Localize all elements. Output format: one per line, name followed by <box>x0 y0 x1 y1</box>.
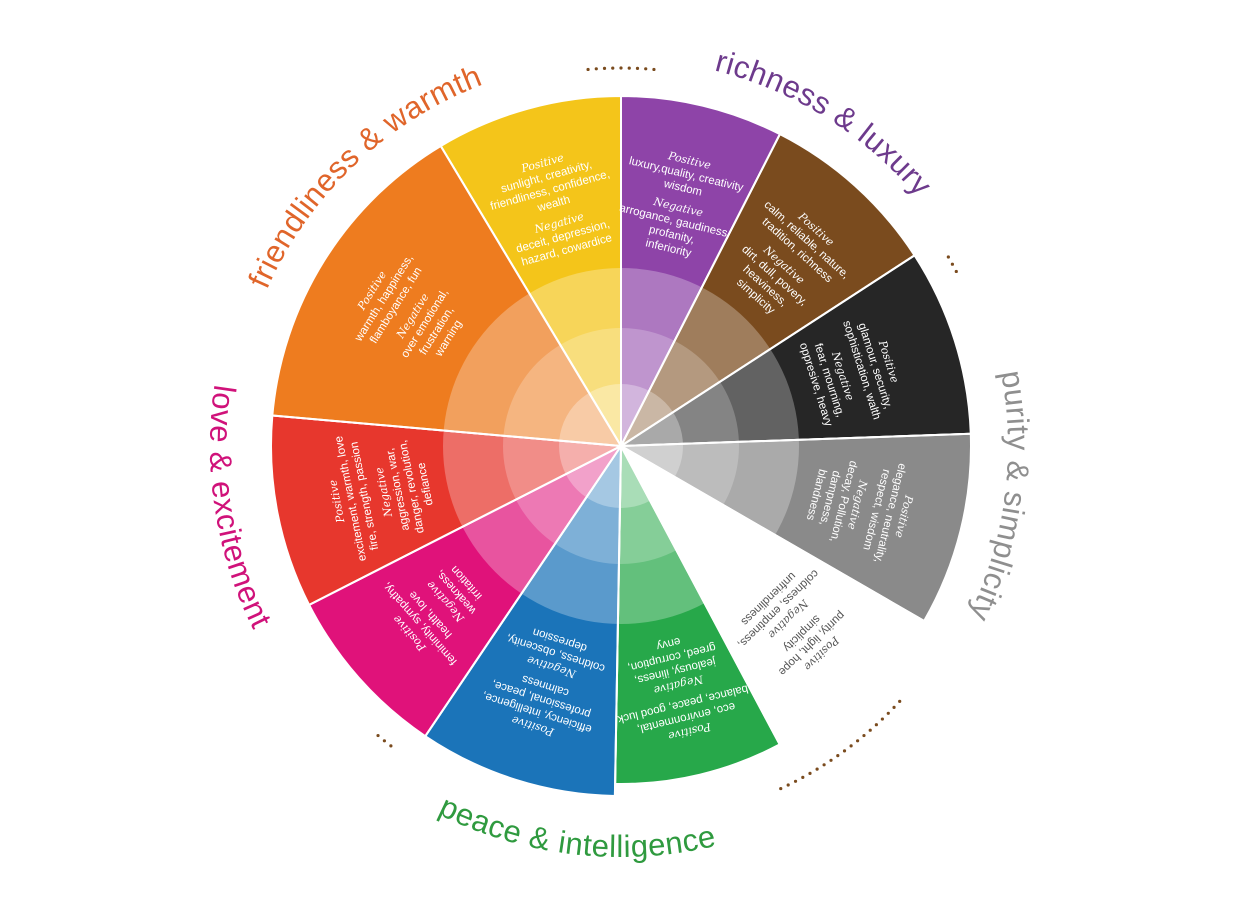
border-dot <box>801 775 805 780</box>
segment-yellow <box>439 94 622 450</box>
border-dot <box>886 711 890 715</box>
segment-magenta <box>307 443 624 738</box>
segment-black <box>617 253 972 448</box>
border-dot <box>946 255 950 259</box>
segment-red <box>269 414 625 607</box>
border-dot <box>954 269 958 274</box>
segment-white <box>618 443 926 757</box>
segment-divider <box>620 445 925 622</box>
border-dot <box>602 66 607 70</box>
segment-brown <box>618 132 916 449</box>
segment-divider <box>620 445 781 745</box>
border-dot <box>376 733 380 738</box>
segment-divider <box>620 254 916 447</box>
border-dot <box>382 739 386 743</box>
theme-label-love: love & excitement <box>203 383 279 633</box>
border-dot <box>619 66 623 70</box>
segment-blue <box>423 442 623 797</box>
border-dot <box>779 786 783 791</box>
border-dot <box>635 66 640 70</box>
border-dot <box>856 739 860 743</box>
segment-purple <box>620 94 782 447</box>
border-dot <box>793 779 798 783</box>
dotted-border <box>376 66 958 791</box>
segment-divider <box>613 445 622 796</box>
segment-gray <box>617 432 972 623</box>
segment-orange <box>271 144 623 448</box>
theme-label-peace: peace & intelligence <box>434 788 719 864</box>
border-dot <box>829 758 833 762</box>
border-dot <box>898 699 902 703</box>
border-dot <box>892 705 896 709</box>
segment-divider <box>308 445 622 606</box>
border-dot <box>586 67 590 72</box>
border-dot <box>874 723 878 727</box>
border-dot <box>836 754 840 758</box>
border-dot <box>842 749 847 753</box>
border-dot <box>611 66 615 70</box>
segment-divider <box>620 133 781 447</box>
border-dot <box>950 262 955 266</box>
negative-text: envy <box>655 635 682 652</box>
segment-dividers <box>272 96 971 796</box>
color-segments <box>269 94 972 797</box>
border-dot <box>862 733 866 738</box>
border-dot <box>815 767 819 771</box>
border-dot <box>822 763 826 767</box>
border-dot <box>594 67 598 71</box>
segment-divider <box>439 145 622 447</box>
theme-label-purity: purity & simplicity <box>963 368 1036 627</box>
border-dot <box>880 717 884 721</box>
segment-divider <box>424 445 622 737</box>
border-dot <box>644 67 648 71</box>
border-dot <box>389 744 393 748</box>
border-dot <box>868 728 872 732</box>
segment-divider <box>272 414 622 447</box>
border-dot <box>627 66 631 70</box>
segment-divider <box>620 432 971 447</box>
border-dot <box>652 67 656 72</box>
border-dot <box>849 744 853 748</box>
border-dot <box>786 783 790 787</box>
segment-green <box>614 442 782 785</box>
border-dot <box>808 771 812 775</box>
